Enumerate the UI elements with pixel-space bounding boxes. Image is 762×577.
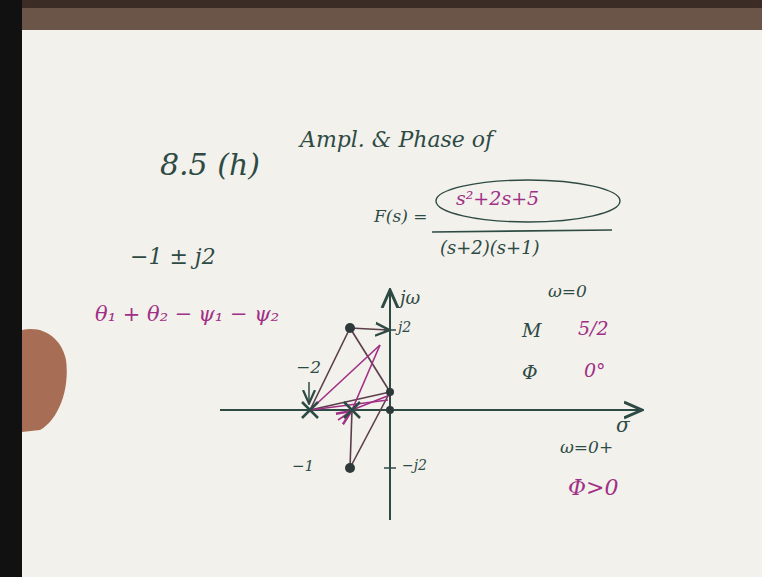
- denominator: (s+2)(s+1): [440, 238, 540, 258]
- note: 0°: [584, 360, 606, 381]
- note: M: [522, 320, 541, 341]
- zero-locations: −1 ± j2: [130, 245, 216, 269]
- note: ω=0: [548, 282, 587, 301]
- note: 5/2: [578, 318, 609, 339]
- numerator: s²+2s+5: [456, 188, 539, 209]
- note: ω=0+: [560, 438, 613, 457]
- axis-label: σ: [616, 414, 630, 436]
- heading-note: Ampl. & Phase of: [300, 128, 493, 152]
- angle-sum: θ₁ + θ₂ −: [95, 303, 192, 326]
- problem-number: 8.5 (h): [160, 148, 260, 181]
- note: Φ>0: [568, 476, 618, 500]
- note: Φ: [522, 362, 538, 383]
- tick-label: j2: [398, 320, 411, 335]
- tick-label: −1: [292, 458, 314, 475]
- tick-label: −j2: [402, 458, 427, 473]
- angle-sum: ψ₁ − ψ₂: [198, 303, 279, 326]
- function-label: F(s) =: [374, 207, 427, 226]
- tick-label: −2: [296, 358, 321, 377]
- axis-label: jω: [400, 288, 420, 308]
